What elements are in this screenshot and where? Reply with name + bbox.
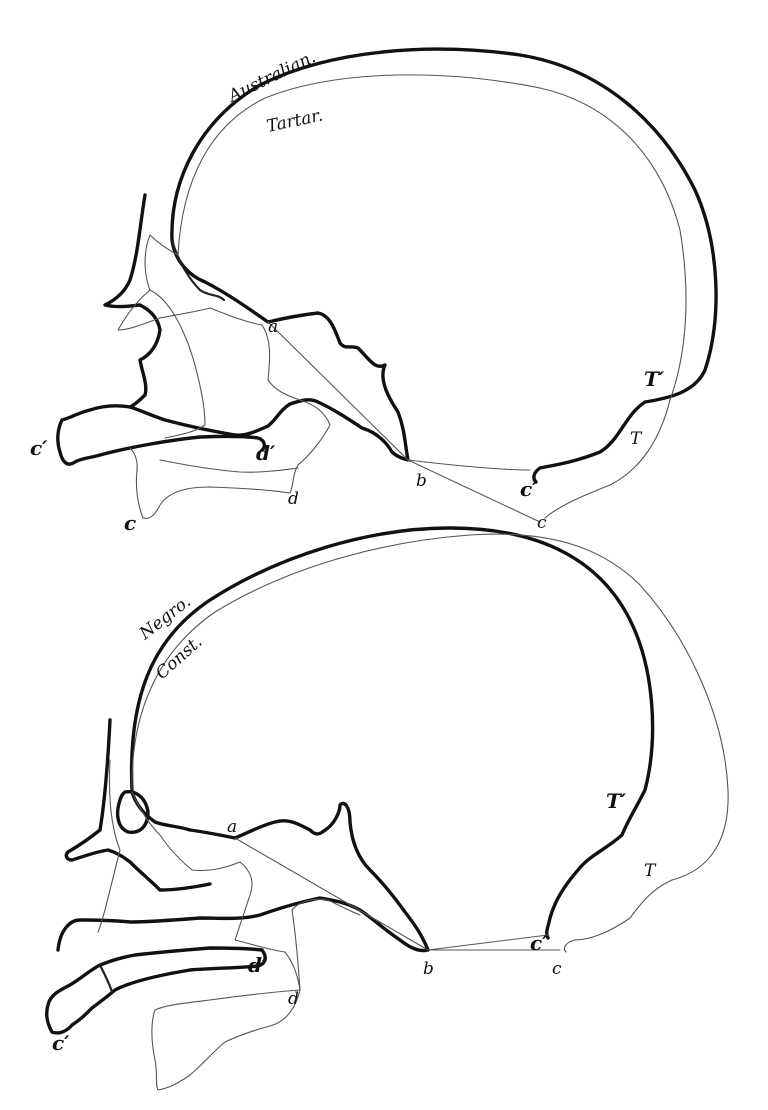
top-label-c-prime: c′: [520, 477, 538, 501]
bottom-label-a: a: [227, 817, 237, 837]
top-label-t-prime: T′: [644, 367, 665, 391]
top-skull-figure: Australian. Tartar. a b c′ c T′ T d′ d c…: [30, 47, 718, 535]
bottom-label-t: T: [644, 861, 657, 881]
top-line-b-c: [407, 459, 541, 523]
bottom-label-d-prime: d′: [248, 953, 268, 977]
top-label-left-c-prime: c′: [30, 436, 48, 460]
bottom-const-ramus: [291, 898, 361, 991]
top-label-a: a: [268, 317, 278, 337]
bottom-label-b: b: [423, 959, 434, 979]
top-label-australian: Australian.: [224, 47, 319, 107]
bottom-negro-outline: [129, 526, 655, 940]
top-label-t: T: [630, 429, 643, 449]
bottom-label-c-prime: c′: [530, 931, 548, 955]
top-label-tartar: Tartar.: [265, 105, 325, 136]
bottom-label-t-prime: T′: [606, 789, 627, 813]
bottom-const-jaw: [151, 989, 301, 1091]
bottom-negro-orbit: [115, 790, 150, 834]
bottom-const-face: [131, 791, 301, 991]
top-label-c: c: [537, 513, 547, 533]
top-australian-outline: [170, 47, 718, 484]
top-tartar-face-inner: [149, 289, 206, 439]
top-tartar-jaw: [159, 459, 299, 473]
bottom-line-b-cprime: [427, 934, 549, 951]
top-australian-face: [56, 238, 410, 466]
top-australian-orbit: [170, 238, 226, 302]
bottom-negro-nasal: [64, 718, 212, 892]
top-line-a-b: [267, 321, 409, 461]
top-tartar-face: [117, 234, 331, 519]
bottom-label-c: c: [552, 959, 562, 979]
top-label-d-prime: d′: [256, 441, 276, 465]
bottom-skull-figure: Negro. Const. a b c′ c T′ T d′ d c′: [45, 526, 729, 1091]
bottom-line-a-b: [234, 837, 429, 951]
top-label-d: d: [288, 489, 299, 509]
top-tartar-outline: [177, 74, 687, 519]
top-australian-nasal: [103, 193, 162, 409]
bottom-label-const: Const.: [152, 632, 206, 684]
bottom-const-face-inner: [97, 759, 121, 933]
bottom-negro-face: [56, 790, 430, 953]
bottom-const-outline: [131, 533, 729, 953]
bottom-label-left-c-prime: c′: [52, 1031, 70, 1055]
bottom-negro-jaw-inner: [98, 963, 114, 994]
top-label-b: b: [416, 471, 427, 491]
bottom-negro-mandible: [45, 946, 267, 1035]
bottom-label-d: d: [288, 989, 299, 1009]
top-line-b-cprime: [407, 459, 531, 471]
top-label-left-c: c: [124, 511, 136, 535]
